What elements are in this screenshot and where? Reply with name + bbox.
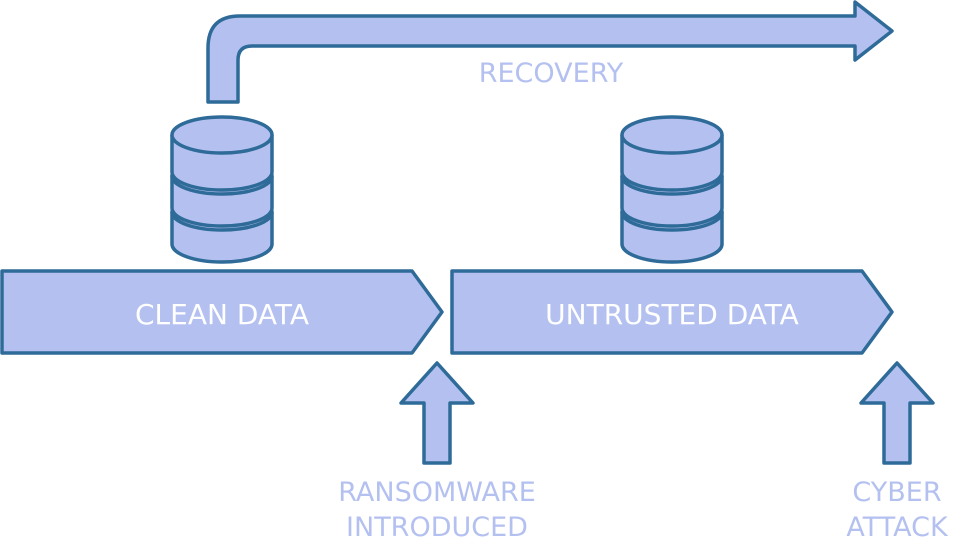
untrusted-database-icon <box>620 115 724 264</box>
clean-data-label: CLEAN DATA <box>135 298 309 331</box>
cyber-label-line2: ATTACK <box>846 512 949 543</box>
ransomware-arrow <box>399 361 475 465</box>
ransomware-label-line1: RANSOMWARE <box>338 477 536 508</box>
clean-database-icon <box>170 115 274 264</box>
untrusted-data-chevron <box>450 269 894 355</box>
untrusted-data-label: UNTRUSTED DATA <box>545 298 799 331</box>
cyber-attack-arrow <box>859 361 935 465</box>
cyber-label-line1: CYBER <box>852 477 941 508</box>
recovery-label: RECOVERY <box>479 58 624 89</box>
ransomware-label-line2: INTRODUCED <box>346 512 528 543</box>
clean-data-chevron <box>0 269 444 355</box>
recovery-arrow <box>206 0 894 104</box>
